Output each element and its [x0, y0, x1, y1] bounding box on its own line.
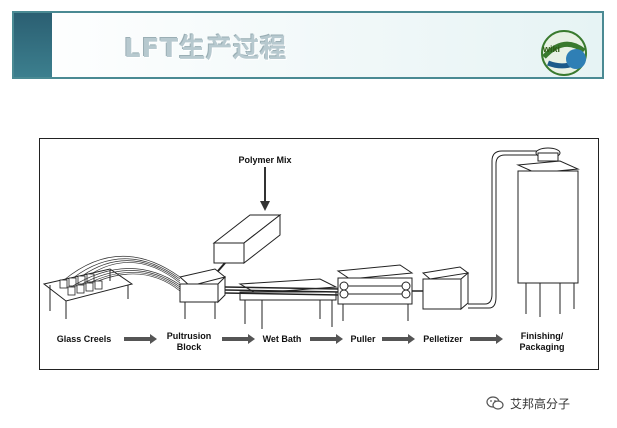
- pelletizer-label: Pelletizer: [423, 334, 463, 344]
- pultrusion-block-label: Pultrusion Block: [166, 331, 212, 352]
- flow-arrows: [124, 334, 503, 344]
- transfer-pipe: [468, 150, 540, 309]
- finishing-packaging-label: Finishing/ Packaging: [519, 331, 565, 352]
- puller-label: Puller: [350, 334, 376, 344]
- slide-title: LFT生产过程: [124, 34, 288, 64]
- arrow-pultrusion-to-wetbath: [222, 334, 255, 344]
- glass-creels-illustration: [42, 268, 134, 319]
- arrow-creels-to-pultrusion: [124, 334, 157, 344]
- fiber-strands: [63, 255, 181, 292]
- logo-text: wiki: [542, 44, 560, 54]
- watermark: 艾邦高分子: [486, 393, 570, 413]
- header-accent-bar: [14, 13, 52, 77]
- finishing-silo-illustration: [516, 147, 580, 317]
- slide-header: LFT生产过程 wiki: [12, 11, 604, 79]
- arrow-wetbath-to-puller: [310, 334, 343, 344]
- wet-bath-illustration: [238, 278, 338, 329]
- pultrusion-block-illustration: [178, 268, 227, 319]
- wet-bath-label: Wet Bath: [262, 334, 302, 344]
- lft-process-diagram: Polymer Mix Glass Creels Pultrusion Bloc…: [39, 138, 599, 370]
- polymer-arrow-head: [260, 201, 270, 211]
- watermark-text: 艾邦高分子: [510, 396, 571, 411]
- process-illustration: [42, 147, 580, 344]
- puller-illustration: [336, 264, 414, 321]
- polymer-mix-label: Polymer Mix: [238, 155, 292, 165]
- company-logo: wiki: [541, 30, 587, 76]
- wechat-icon: [486, 396, 504, 410]
- glass-creels-label: Glass Creels: [56, 334, 112, 344]
- pelletizer-illustration: [421, 266, 470, 311]
- extruder-illustration: [212, 213, 282, 272]
- arrow-puller-to-pelletizer: [382, 334, 415, 344]
- arrow-pelletizer-to-finishing: [470, 334, 503, 344]
